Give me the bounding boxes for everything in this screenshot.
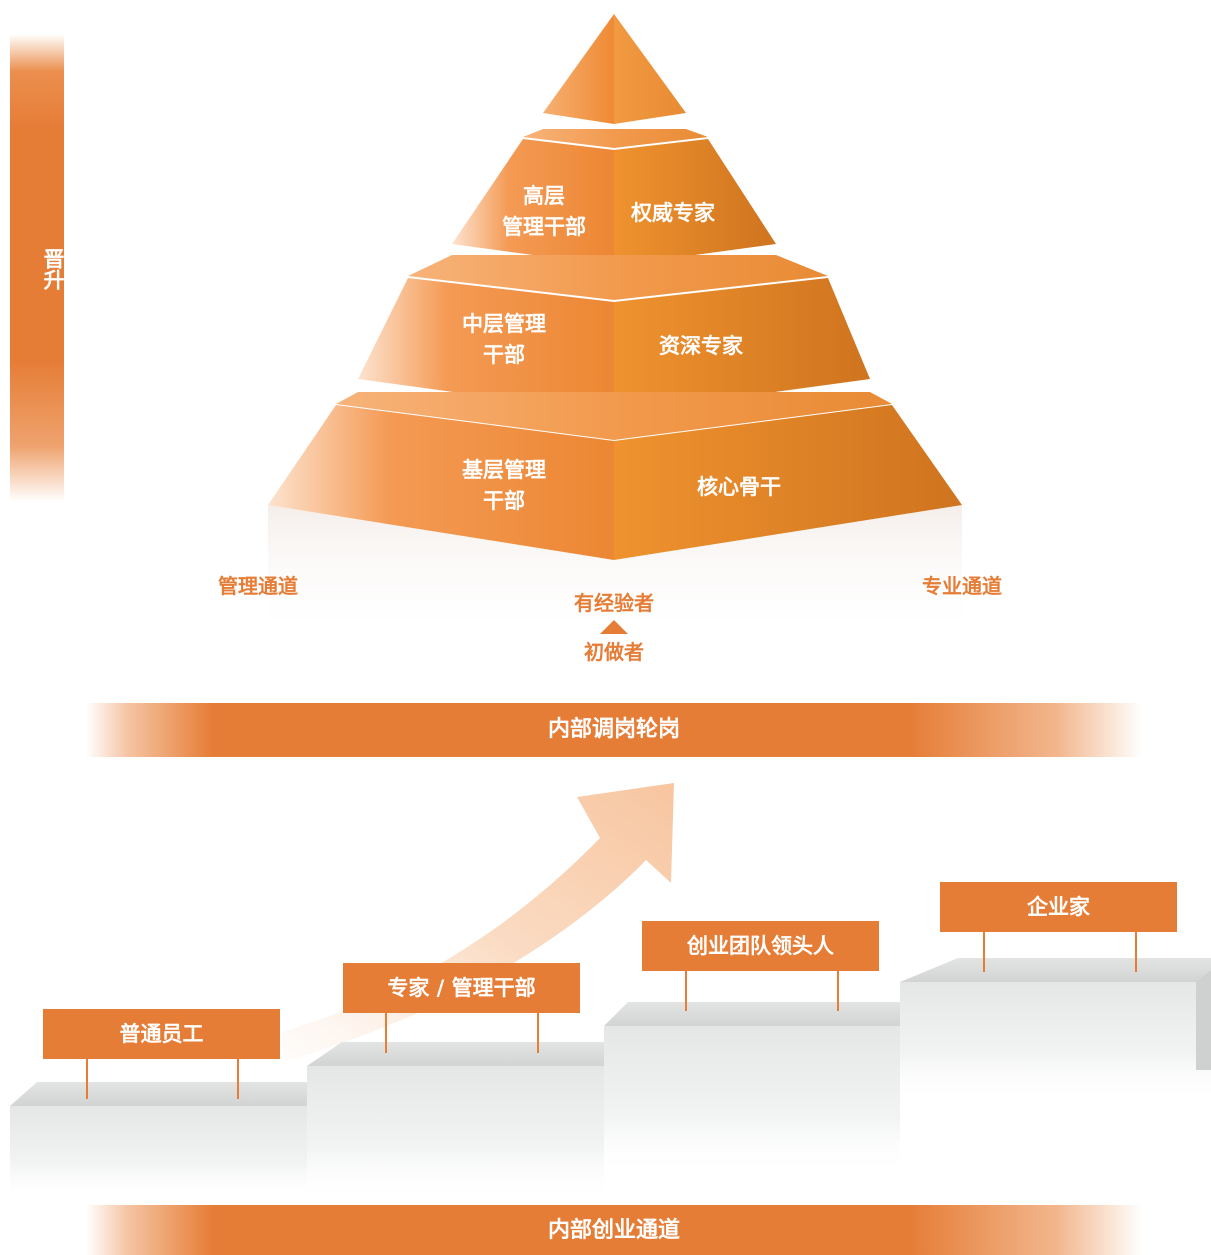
step1-sign-post-right: [237, 1059, 239, 1099]
step1-sign: 普通员工: [43, 1009, 280, 1059]
professional-channel-label: 专业通道: [922, 574, 1002, 598]
tier3-right-face: [614, 405, 962, 560]
pyramid-graphic: [268, 14, 962, 640]
promotion-bar: [10, 34, 64, 502]
management-channel-label: 管理通道: [218, 574, 298, 598]
step4-top: [900, 958, 1211, 982]
tier1-professional-label: 权威专家: [631, 201, 715, 225]
tier3-professional-label: 核心骨干: [697, 475, 781, 499]
startup-banner-label: 内部创业通道: [547, 1218, 680, 1243]
step1-sign-post-left: [86, 1059, 88, 1099]
tier3-left-face: [268, 405, 614, 560]
step4-sign: 企业家: [940, 882, 1177, 932]
step1-front: [10, 1106, 307, 1201]
tier1-top-face: [523, 129, 708, 148]
tier1-right-face: [614, 139, 776, 266]
tier1-management-label: 高层 管理干部: [502, 184, 586, 239]
rotation-banner-label: 内部调岗轮岗: [547, 717, 680, 742]
growth-arrow: [282, 783, 674, 1062]
tier2-professional-label: 资深专家: [659, 334, 743, 358]
step2-sign-post-right: [537, 1013, 539, 1053]
experienced-label: 有经验者: [574, 591, 654, 615]
tier2-left-face: [358, 278, 614, 414]
step2-sign-post-left: [385, 1013, 387, 1053]
step3-front: [604, 1026, 900, 1176]
step4-front: [900, 982, 1211, 1102]
step3-top: [604, 1002, 924, 1026]
step2-sign: 专家 / 管理干部: [343, 963, 580, 1013]
tier2-right-face: [614, 278, 870, 414]
tier3-top-face: [336, 392, 892, 440]
step4-side: [1196, 970, 1211, 1070]
tier3-management-label: 基层管理 干部: [462, 458, 546, 513]
tier1-left-face: [452, 139, 614, 266]
step3-sign: 创业团队领头人: [642, 921, 879, 971]
step4-sign-post-right: [1135, 932, 1137, 972]
startup-banner: [86, 1205, 1142, 1255]
step3-sign-post-left: [685, 971, 687, 1011]
step4-sign-post-left: [983, 932, 985, 972]
promotion-label: 晋升: [41, 248, 65, 290]
rotation-banner: [86, 703, 1142, 757]
promotion-label-wrap: 晋升: [10, 248, 65, 290]
pyramid-reflection: [268, 505, 962, 640]
step2-front: [307, 1066, 604, 1201]
step2-top: [307, 1042, 630, 1066]
up-arrow-icon: [600, 620, 628, 634]
pyramid-cap-left: [543, 14, 614, 124]
step3-sign-post-right: [837, 971, 839, 1011]
pyramid-cap-right: [614, 14, 686, 124]
tier2-top-face: [408, 255, 828, 300]
step1-top: [10, 1082, 334, 1106]
tier2-management-label: 中层管理 干部: [462, 312, 546, 367]
beginner-label: 初做者: [584, 640, 644, 664]
